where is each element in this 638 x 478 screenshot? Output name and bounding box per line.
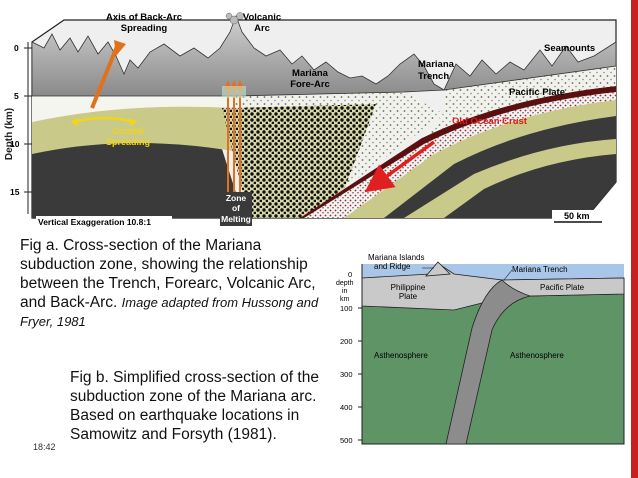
asthenosphere-label: Asthenosphere [374, 351, 428, 360]
figure-a-credit: Image adapted from Hussong and Fryer, 19… [20, 295, 319, 329]
depth-axis-a: Depth (km) 0 5 10 15 [4, 42, 32, 214]
depth-tick: 100 [340, 304, 353, 313]
island-ridge-icon [425, 261, 451, 277]
trench-label: Trench [418, 71, 449, 82]
zone-of-melting-label: Melting [221, 214, 251, 224]
figure-a-caption: Fig a. Cross-section of the Mariana subd… [20, 236, 338, 331]
depth-tick: 0 [348, 270, 352, 279]
zone-of-melting-label: of [232, 203, 240, 213]
depth-tick: 200 [340, 337, 353, 346]
depth-tick: 15 [10, 187, 20, 197]
depth-axis-title: Depth (km) [4, 108, 15, 160]
depth-tick: 300 [340, 370, 353, 379]
spreading-axis-arrow [90, 43, 120, 109]
depth-tick: 400 [340, 403, 353, 412]
trench-label-b: Mariana Trench [512, 265, 568, 274]
mantle-wedge [222, 104, 376, 218]
crustal-spreading-label: Crustal [112, 126, 143, 136]
depth-axis-title: depth [336, 280, 354, 287]
mantle-left [32, 123, 244, 218]
depth-axis-title: km [340, 296, 350, 303]
figure-b-caption: Fig b. Simplified cross-section of the s… [70, 369, 319, 443]
philippine-plate-label: Plate [399, 292, 418, 301]
trench-label: Mariana [418, 59, 455, 70]
simplified-cross-section: 0 depth in km 100 200 300 400 500 Marian… [336, 253, 625, 445]
vertical-exaggeration-label: Vertical Exaggeration 10.8:1 [38, 217, 151, 227]
philippine-plate-label: Philippine [391, 283, 426, 292]
subduction-arrow [364, 140, 436, 193]
fore-arc-label: Mariana [292, 68, 329, 79]
subducting-slab [445, 277, 625, 445]
scale-bar-label: 50 km [564, 211, 590, 221]
pacific-plate-shape [501, 277, 625, 297]
melt-rising-arrows [222, 80, 246, 200]
volcanic-arc-label: Arc [254, 23, 270, 34]
depth-axis-title: in [342, 288, 348, 295]
islands-label: and Ridge [374, 262, 411, 271]
zone-of-melting-label: Zone [226, 193, 247, 203]
back-arc-axis-label: Spreading [121, 23, 168, 34]
mariana-block-diagram: Depth (km) 0 5 10 15 Axis of Back-Arc Sp… [4, 12, 617, 228]
pacific-plate-label-b: Pacific Plate [540, 283, 585, 292]
scale-bar: 50 km [552, 210, 604, 224]
slide-timestamp: 18:42 [33, 442, 56, 452]
islands-label: Mariana Islands [368, 253, 424, 262]
volcano-plume-icon [225, 12, 244, 25]
fore-arc-label: Fore-Arc [290, 79, 330, 90]
depth-tick: 10 [10, 139, 20, 149]
depth-axis-b: 0 depth in km 100 200 300 400 500 [336, 264, 363, 445]
back-arc-axis-label: Axis of Back-Arc [106, 12, 182, 23]
depth-tick: 0 [14, 43, 19, 53]
depth-tick: 500 [340, 436, 353, 445]
seamounts-label: Seamounts [544, 43, 595, 54]
old-ocean-crust-label: Old Ocean Crust [452, 116, 528, 127]
slide-edge-bar [631, 0, 638, 478]
seafloor-topography [31, 14, 617, 97]
crustal-spreading-arrows [73, 116, 135, 124]
volcanic-arc-label: Volcanic [243, 12, 281, 23]
crustal-spreading-label: Spreading [106, 137, 150, 147]
asthenosphere-label: Asthenosphere [510, 351, 564, 360]
depth-tick: 5 [14, 91, 19, 101]
pacific-plate-label: Pacific Plate [509, 87, 565, 98]
figure-a-caption-text: Fig a. Cross-section of the Mariana subd… [20, 237, 316, 311]
